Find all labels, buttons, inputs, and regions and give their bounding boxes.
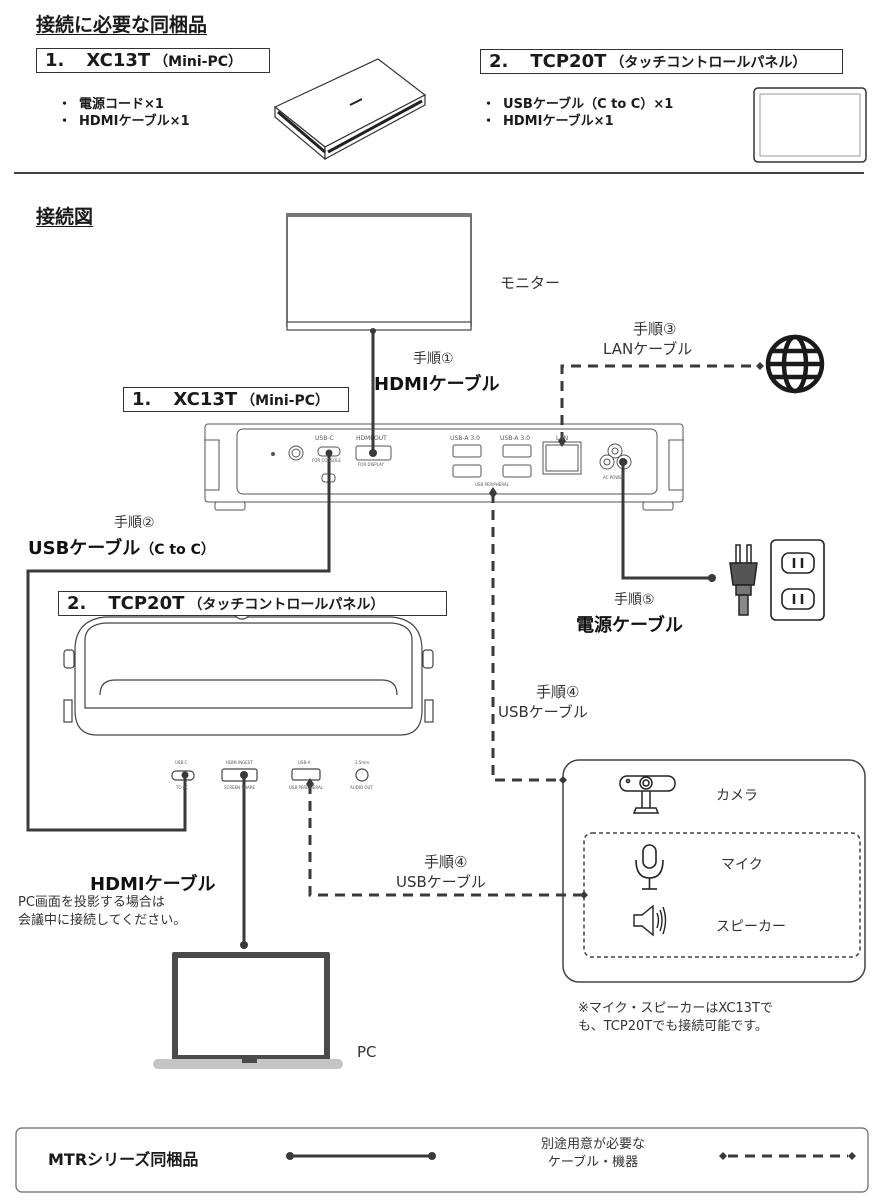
step3-cable: LANケーブル xyxy=(603,340,693,358)
step4b-cable: USBケーブル xyxy=(396,873,486,891)
xc13t-port-ac: AC POWER xyxy=(603,475,625,480)
cable-step5-power xyxy=(621,462,712,580)
product-2-number: 2. xyxy=(489,51,509,72)
xc13t-back-panel xyxy=(204,423,684,511)
step5-label: 手順⑤ xyxy=(614,592,655,608)
step5-cable: 電源ケーブル xyxy=(576,615,683,636)
product-2-item: HDMIケーブル×1 xyxy=(482,113,673,130)
wall-outlet-icon xyxy=(770,539,825,621)
diagram-xc13t-label: 1. XC13T（Mini-PC） xyxy=(123,387,349,412)
tcp20t-port-hdmi: HDMI INGEST xyxy=(226,760,253,765)
diagram-tcp20t-label: 2. TCP20T（タッチコントロールパネル） xyxy=(58,591,447,616)
diagram-tcp20t-subtitle: （タッチコントロールパネル） xyxy=(188,597,385,613)
cable-step4-usb-audio xyxy=(308,784,584,897)
xc13t-port-usbc: USB-C xyxy=(315,435,334,442)
section-divider xyxy=(14,172,864,174)
peripheral-note-1: ※マイク・スピーカーはXC13Tで xyxy=(578,1001,773,1016)
peripheral-box xyxy=(562,759,866,983)
monitor-icon xyxy=(286,213,472,331)
cable-step3-lan xyxy=(560,364,760,442)
audio-group-box xyxy=(583,832,861,958)
step4b-label: 手順④ xyxy=(424,853,468,871)
peripheral-note-2: も、TCP20Tでも接続可能です。 xyxy=(578,1019,768,1034)
product-1-items: 電源コード×1 HDMIケーブル×1 xyxy=(58,96,190,130)
legend-separate-label-1: 別途用意が必要な xyxy=(540,1137,645,1152)
product-2-header: 2. TCP20T（タッチコントロールパネル） xyxy=(480,49,843,74)
diagram-title: 接続図 xyxy=(36,206,94,228)
legend-separate-label-2: ケーブル・機器 xyxy=(547,1155,639,1170)
product-1-header: 1. XC13T（Mini-PC） xyxy=(36,48,270,73)
product-1-model: XC13T xyxy=(86,50,151,71)
tcp20t-port-audio-sub: AUDIO OUT xyxy=(350,785,373,790)
product-2-item: USBケーブル（C to C）×1 xyxy=(482,96,673,113)
step4a-cable: USBケーブル xyxy=(498,703,588,721)
xc13t-port-hdmi: HDMI OUT xyxy=(356,435,387,442)
product-1-number: 1. xyxy=(45,50,65,71)
camera-icon xyxy=(619,775,676,814)
step1-cable: HDMIケーブル xyxy=(374,374,500,395)
xc13t-port-usb-peripheral: USB PERIPHERAL xyxy=(475,482,509,487)
cable-step4-usb-camera xyxy=(491,493,563,782)
step1-label: 手順① xyxy=(413,351,454,367)
xc13t-port-usba-2: USB-A 3.0 xyxy=(500,435,530,442)
diagram-xc13t-model: XC13T xyxy=(173,389,238,410)
step2-cable-sub: （C to C） xyxy=(140,542,215,558)
tcp20t-port-hdmi-sub: SCREEN SHARE xyxy=(224,785,256,790)
diagram-xc13t-number: 1. xyxy=(132,389,152,410)
mic-label: マイク xyxy=(721,857,763,873)
legend-box xyxy=(15,1127,869,1193)
tcp20t-port-usba: USB-A xyxy=(298,760,311,765)
xc13t-port-usba-1: USB-A 3.0 xyxy=(450,435,480,442)
globe-icon xyxy=(765,334,825,394)
step3-label: 手順③ xyxy=(633,320,677,338)
xc13t-port-lan: LAN xyxy=(556,435,569,442)
pc-label: PC xyxy=(357,1043,377,1061)
diagram-tcp20t-number: 2. xyxy=(67,593,87,614)
laptop-icon xyxy=(153,952,343,1069)
diagram-tcp20t-model: TCP20T xyxy=(108,593,185,614)
product-2-model: TCP20T xyxy=(530,51,607,72)
product-1-subtitle: （Mini-PC） xyxy=(154,54,242,70)
pc-hdmi-note-2: 会議中に接続してください。 xyxy=(18,913,187,928)
tcp20t-port-audio: 3.5mm xyxy=(355,760,370,765)
xc13t-port-hdmi-sub: FOR DISPLAY xyxy=(358,462,384,467)
microphone-icon xyxy=(635,844,664,890)
tablet-illustration xyxy=(753,87,867,163)
power-plug-icon xyxy=(729,544,758,616)
step2-label: 手順② xyxy=(114,515,155,531)
legend-included-label: MTRシリーズ同梱品 xyxy=(48,1150,199,1169)
product-1-item: 電源コード×1 xyxy=(58,96,190,113)
step2-cable: USBケーブル（C to C） xyxy=(28,534,215,560)
camera-label: カメラ xyxy=(716,788,758,804)
speaker-label: スピーカー xyxy=(716,919,786,935)
tcp20t-port-usbc: USB-C xyxy=(175,760,188,765)
tcp20t-port-usbc-sub: TO PC xyxy=(176,785,189,790)
diagram-xc13t-subtitle: （Mini-PC） xyxy=(241,393,329,409)
product-2-items: USBケーブル（C to C）×1 HDMIケーブル×1 xyxy=(482,96,673,130)
tcp20t-port-usba-sub: USB PERIPHERAL xyxy=(289,785,323,790)
step4a-label: 手順④ xyxy=(536,683,580,701)
pc-hdmi-note-1: PC画面を投影する場合は xyxy=(18,895,165,910)
included-items-title: 接続に必要な同梱品 xyxy=(36,14,208,36)
product-2-subtitle: （タッチコントロールパネル） xyxy=(610,55,807,71)
step2-cable-name: USBケーブル xyxy=(28,538,141,559)
pc-hdmi-cable: HDMIケーブル xyxy=(90,874,216,895)
product-1-item: HDMIケーブル×1 xyxy=(58,113,190,130)
xc13t-port-usbc-sub: FOR CONSOLE xyxy=(312,458,341,463)
tcp20t-illustration xyxy=(63,602,434,782)
mini-pc-illustration xyxy=(273,58,427,161)
monitor-label: モニター xyxy=(500,274,561,292)
cable-step2-usbc xyxy=(26,453,331,832)
speaker-icon xyxy=(633,904,667,937)
